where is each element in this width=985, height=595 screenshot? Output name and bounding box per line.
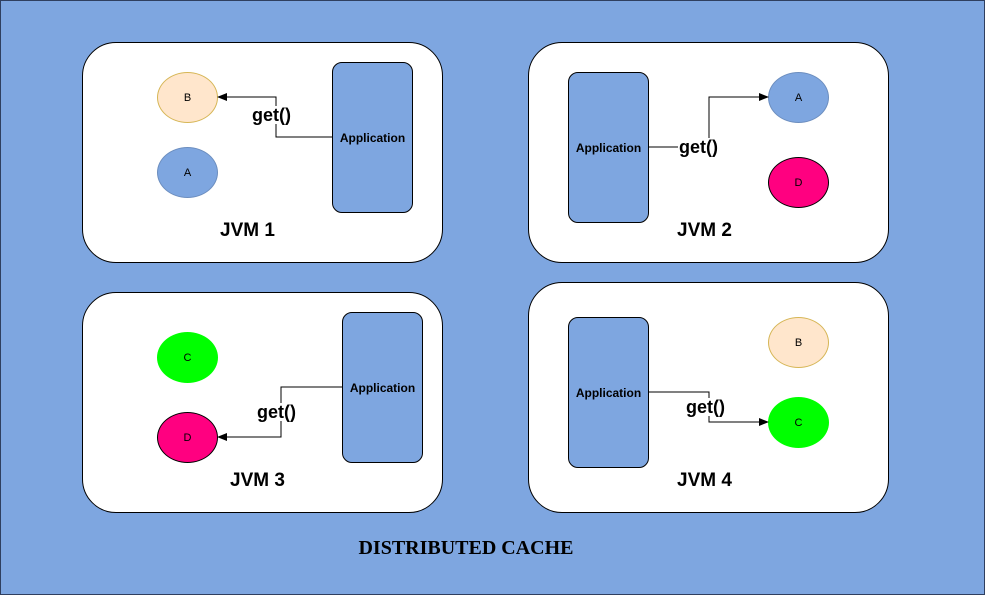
- jvm-label: JVM 4: [677, 470, 732, 491]
- cache-entry-d: D: [768, 157, 829, 208]
- application-box: Application: [332, 62, 413, 213]
- cache-entry-b: B: [768, 317, 829, 368]
- cache-entry-a: A: [157, 147, 218, 198]
- cache-entry-b: B: [157, 72, 218, 123]
- cache-entry-c: C: [157, 332, 218, 383]
- jvm-label: JVM 1: [220, 220, 275, 241]
- application-box: Application: [568, 317, 649, 468]
- cache-entry-a: A: [768, 72, 829, 123]
- diagram-caption: DISTRIBUTED CACHE: [358, 537, 574, 559]
- cache-entry-d: D: [157, 412, 218, 463]
- get-call-label: get(): [678, 137, 719, 157]
- jvm-label: JVM 3: [230, 470, 285, 491]
- get-call-label: get(): [685, 397, 726, 417]
- get-call-label: get(): [256, 402, 297, 422]
- cache-entry-c: C: [768, 397, 829, 448]
- application-box: Application: [342, 312, 423, 463]
- application-box: Application: [568, 72, 649, 223]
- get-call-label: get(): [251, 105, 292, 125]
- jvm-label: JVM 2: [677, 220, 732, 241]
